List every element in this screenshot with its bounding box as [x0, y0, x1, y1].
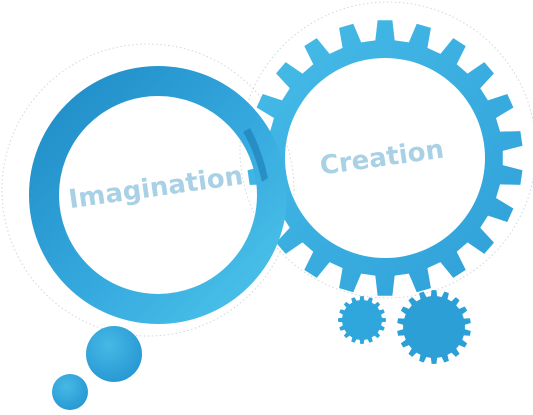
thought-bubble-small [52, 374, 88, 410]
smallGear2-shape [397, 290, 471, 364]
small-gear-right [397, 290, 471, 364]
ring-overlap-shade [243, 128, 268, 182]
imagination-ring [29, 66, 287, 324]
creation-label: Creation [318, 135, 446, 182]
smallGear1-shape [338, 296, 386, 344]
imagination-label: Imagination [67, 161, 245, 215]
right-dotted-outline [239, 1, 533, 299]
left-dotted-outline [1, 43, 295, 337]
small-gear-left [338, 296, 386, 344]
thought-bubble-large [86, 326, 142, 382]
